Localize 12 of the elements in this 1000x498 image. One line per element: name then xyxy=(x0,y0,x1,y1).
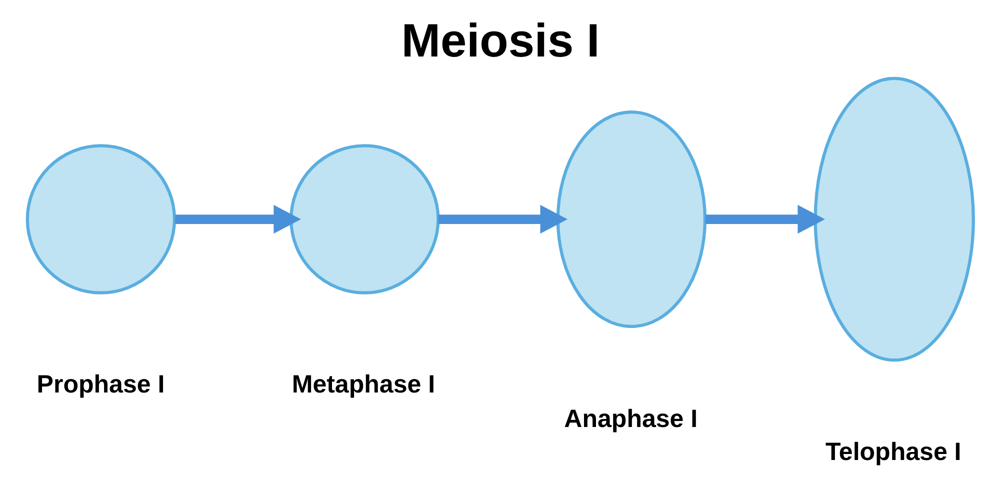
node-label: Metaphase I xyxy=(292,370,436,399)
node-circle xyxy=(26,144,176,294)
node-label: Prophase I xyxy=(36,370,165,399)
node-circle xyxy=(556,110,707,328)
node-circle xyxy=(290,144,440,294)
arrow xyxy=(705,204,826,234)
diagram-title: Meiosis I xyxy=(401,14,600,67)
arrow xyxy=(175,204,301,234)
node-label: Anaphase I xyxy=(564,405,698,434)
node-label: Telophase I xyxy=(826,438,962,466)
node-circle xyxy=(814,76,975,362)
arrow xyxy=(438,204,568,234)
